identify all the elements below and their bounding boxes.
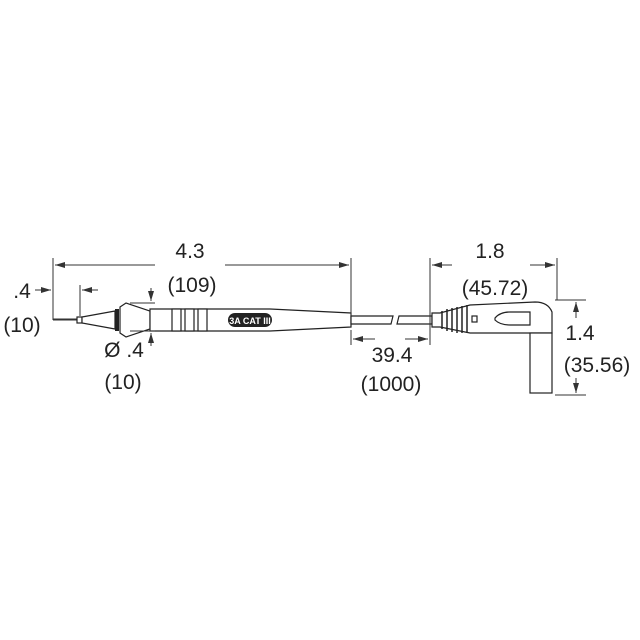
dimension-lines (35, 258, 586, 396)
probe-diameter-mm: (10) (104, 371, 141, 394)
plug-height-inch: 1.4 (565, 322, 595, 345)
cable-length-mm: (1000) (361, 373, 422, 396)
probe: 3A CAT III (53, 302, 352, 338)
probe-cone (81, 310, 116, 330)
finger-guard (119, 302, 151, 338)
probe-length-mm: (109) (167, 274, 216, 297)
cable-length-inch: 39.4 (372, 344, 413, 367)
cable (350, 315, 433, 325)
tip-length-inch: .4 (13, 280, 31, 303)
probe-length-inch: 4.3 (175, 240, 204, 263)
plug-pin-housing (529, 332, 553, 394)
probe-diameter-inch: Ø .4 (104, 339, 144, 362)
probe-marking-logo (228, 313, 272, 327)
tip-length-mm: (10) (3, 314, 40, 337)
plug-height-mm: (35.56) (564, 354, 631, 377)
probe-marking: 3A CAT III (229, 316, 271, 326)
plug-length-mm: (45.72) (462, 277, 529, 300)
right-angle-plug (431, 301, 553, 394)
plug-length-inch: 1.8 (475, 240, 504, 263)
